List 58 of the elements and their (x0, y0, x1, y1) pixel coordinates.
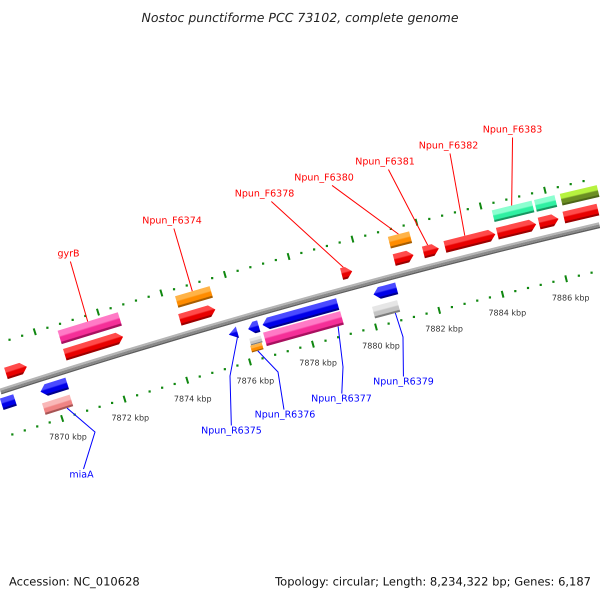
gene-label: Npun_R6379 (373, 378, 434, 388)
scale-label: 7882 kbp (425, 324, 463, 334)
leader-line (394, 312, 404, 378)
pointed-gene-block (392, 250, 414, 266)
gene-label: Npun_R6375 (201, 426, 262, 438)
gene-label: Npun_F6382 (418, 142, 478, 152)
leader-line (70, 260, 88, 322)
scale-label: 7886 kbp (552, 293, 590, 302)
genome-summary-text: Topology: circular; Length: 8,234,322 bp; Genes: 6,187 (275, 575, 591, 589)
scale-label: 7874 kbp (174, 394, 212, 404)
pointed-gene-block (496, 220, 536, 240)
gene-block (372, 300, 400, 318)
gene-label: Npun_F6380 (294, 174, 354, 184)
gene-block (388, 231, 412, 249)
gene-block (263, 311, 344, 346)
gene-block (58, 312, 122, 344)
pointed-gene-block (538, 214, 559, 230)
leader-line (257, 350, 284, 410)
scale-label: 7878 kbp (299, 358, 337, 368)
gene-label: miaA (69, 470, 94, 481)
pointed-gene-block (40, 378, 70, 396)
gene-label: Npun_F6378 (234, 190, 294, 200)
gene-label: Npun_F6383 (482, 126, 542, 136)
accession-text: Accession: NC_010628 (9, 575, 140, 589)
scale-label: 7884 kbp (488, 308, 526, 318)
gene-label: Npun_R6377 (311, 394, 372, 406)
leader-line (66, 408, 96, 470)
leader-line (270, 200, 344, 268)
gene-label: gyrB (57, 250, 80, 260)
pointed-gene-block (374, 282, 398, 299)
pointed-gene-block (422, 244, 439, 258)
leader-line (338, 326, 344, 394)
scale-label: 7876 kbp (236, 376, 274, 386)
pointed-gene-block (4, 362, 27, 380)
scale-label: 7870 kbp (49, 432, 87, 442)
pointed-gene-block (178, 305, 216, 326)
scale-label: 7872 kbp (111, 413, 150, 422)
leader-line (332, 184, 399, 235)
leader-line (388, 168, 428, 246)
gene-label: Npun_F6381 (355, 158, 415, 168)
pointed-gene-block (248, 320, 260, 334)
gene-block (534, 195, 558, 212)
gene-label: Npun_R6376 (254, 410, 316, 422)
gene-block (175, 286, 213, 308)
gene-block (250, 342, 264, 352)
gene-block (249, 335, 263, 346)
pointed-gene-block (443, 230, 496, 253)
leader-line (173, 228, 193, 292)
pointed-gene-block (262, 298, 340, 330)
gene-block (560, 185, 600, 206)
title: Nostoc punctiforme PCC 73102, complete genome (141, 10, 459, 26)
pointed-gene-block (340, 267, 352, 280)
pointed-gene-block (63, 332, 124, 360)
leader-line (511, 136, 514, 206)
leader-line (450, 152, 466, 236)
pointed-gene-block (228, 326, 240, 338)
gene-label: Npun_F6374 (142, 216, 202, 228)
scale-label: 7880 kbp (362, 341, 400, 350)
